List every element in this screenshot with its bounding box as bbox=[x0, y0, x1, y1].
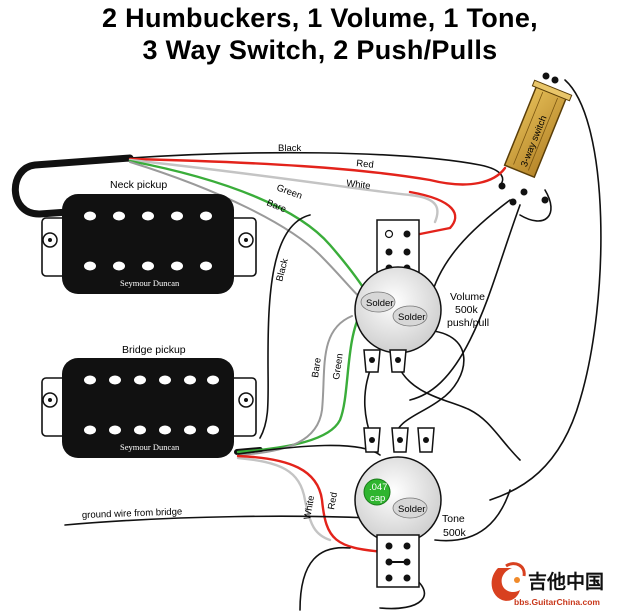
bridge-pickup-brand: Seymour Duncan bbox=[120, 442, 180, 452]
neck-pickup-body bbox=[62, 194, 234, 294]
watermark-name: 吉他中国 bbox=[528, 570, 604, 593]
green-wire-neck bbox=[128, 159, 372, 300]
ground-wire-label: ground wire from bridge bbox=[82, 507, 183, 521]
volume-solder-left-label: Solder bbox=[366, 298, 393, 309]
black-wire-top bbox=[129, 151, 504, 186]
volume-solder-left bbox=[360, 291, 396, 313]
tone-bottom-wire bbox=[299, 546, 351, 611]
volume-solder-right-label: Solder bbox=[398, 312, 425, 323]
black-wire-neck bbox=[259, 214, 311, 439]
bridge-pole-pieces bbox=[83, 374, 220, 436]
white-wire-top bbox=[128, 158, 439, 224]
volume-lug-wire-2 bbox=[397, 364, 521, 461]
diagram-title: 2 Humbuckers, 1 Volume, 1 Tone, 3 Way Sw… bbox=[0, 2, 640, 66]
switch-output-wire bbox=[409, 204, 521, 401]
switch-lug-1 bbox=[498, 182, 506, 190]
tone-right-wire bbox=[434, 489, 511, 542]
red-wire-top bbox=[128, 157, 507, 186]
switch-ground-wire bbox=[519, 189, 552, 222]
switch-lug-6 bbox=[542, 72, 550, 80]
red-wire-bridge bbox=[236, 454, 387, 554]
tone-label-1: Tone bbox=[442, 513, 465, 525]
switch-lug-3 bbox=[520, 188, 528, 196]
tone-solder bbox=[392, 497, 428, 519]
volume-label-1: Volume bbox=[450, 291, 485, 303]
wires bbox=[11, 79, 602, 611]
wire-label-red-bridge: Red bbox=[326, 491, 340, 510]
tone-solder-label: Solder bbox=[398, 504, 425, 515]
watermark-url: bbs.GuitarChina.com bbox=[514, 597, 600, 607]
watermark: 吉他中国 bbs.GuitarChina.com bbox=[491, 562, 604, 607]
switch-right-wire bbox=[489, 79, 602, 501]
three-way-switch: 3-way switch bbox=[498, 72, 573, 206]
bridge-pickup: Bridge pickup Seymour Duncan bbox=[41, 344, 257, 458]
bare-wire-neck bbox=[129, 161, 369, 305]
volume-ground-loop bbox=[394, 329, 465, 441]
capacitor-label-1: .047 bbox=[369, 482, 388, 493]
wire-label-green-bridge: Green bbox=[331, 353, 346, 381]
switch-lug-2 bbox=[509, 198, 517, 206]
watermark-logo-icon bbox=[491, 562, 526, 601]
wire-label-bare-bridge: Bare bbox=[310, 357, 324, 378]
tone-pot: Solder .047 cap Tone 500k bbox=[354, 427, 467, 588]
neck-cable-jacket bbox=[11, 154, 134, 218]
volume-label-3: push/pull bbox=[447, 317, 489, 329]
title-line-1: 2 Humbuckers, 1 Volume, 1 Tone, bbox=[102, 3, 538, 33]
neck-pickup-label: Neck pickup bbox=[110, 179, 167, 191]
wire-label-black-neck: Black bbox=[274, 257, 291, 283]
neck-pickup-brand: Seymour Duncan bbox=[120, 278, 180, 288]
switch-lug-4 bbox=[541, 196, 549, 204]
switch-lug-5 bbox=[551, 76, 559, 84]
volume-pot: Solder Solder Volume 500k push/pull bbox=[354, 219, 489, 373]
volume-label-2: 500k bbox=[455, 304, 479, 316]
neck-pickup: Neck pickup Seymour Duncan bbox=[41, 179, 257, 294]
ground-wire-from-bridge bbox=[64, 515, 371, 526]
switch-to-volume-wire bbox=[429, 199, 511, 301]
wire-label-white-bridge: White bbox=[302, 495, 317, 521]
bridge-pickup-label: Bridge pickup bbox=[122, 344, 186, 356]
green-wire-bridge bbox=[236, 308, 364, 454]
wire-labels: Black Red White Green Bare Black Bare Gr… bbox=[82, 143, 374, 521]
white-wire-bridge bbox=[236, 456, 332, 542]
neck-pole-pieces bbox=[83, 210, 213, 272]
red-wire-volume bbox=[408, 190, 457, 237]
wire-label-white-top: White bbox=[346, 178, 371, 192]
wire-label-black-top: Black bbox=[278, 143, 301, 154]
wire-label-bare-neck: Bare bbox=[265, 198, 288, 216]
title-line-2: 3 Way Switch, 2 Push/Pulls bbox=[142, 35, 498, 65]
tone-label-2: 500k bbox=[443, 527, 467, 539]
capacitor bbox=[363, 478, 391, 506]
volume-solder-right bbox=[392, 305, 428, 327]
capacitor-label-2: cap bbox=[370, 493, 385, 504]
wire-label-green-neck: Green bbox=[275, 182, 304, 201]
wire-label-red-top: Red bbox=[356, 158, 374, 171]
